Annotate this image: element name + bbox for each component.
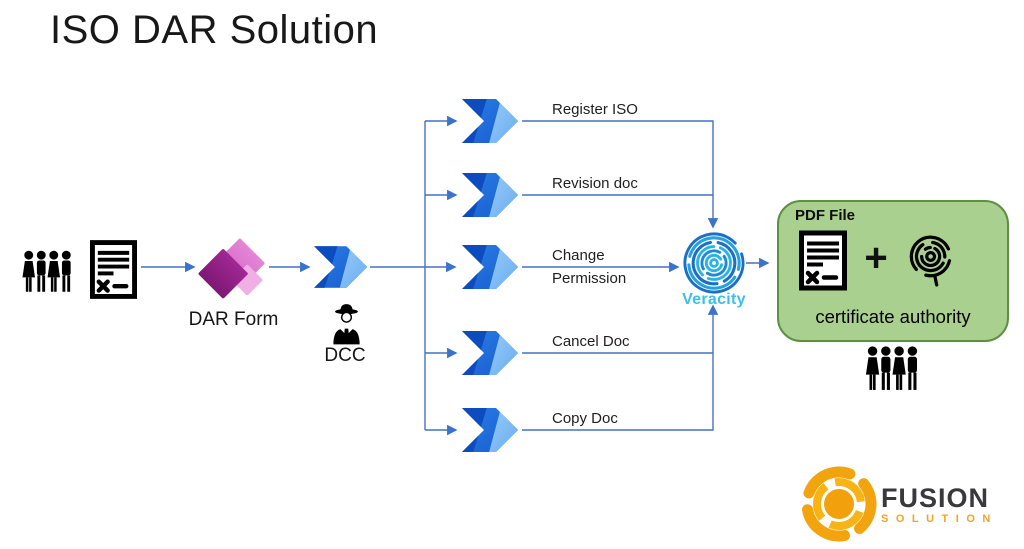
branch-change-permission bbox=[462, 245, 522, 289]
veracity-spiral-icon bbox=[683, 232, 745, 294]
certificate-authority-label: certificate authority bbox=[815, 306, 971, 327]
people-group-icon bbox=[865, 346, 921, 393]
branch-copy-doc bbox=[462, 408, 522, 452]
requesters-group bbox=[22, 249, 74, 296]
power-automate-icon bbox=[462, 245, 522, 289]
digital-signature bbox=[907, 226, 955, 292]
detective-icon bbox=[329, 300, 364, 345]
branch-label-register-iso: Register ISO bbox=[552, 101, 638, 118]
dcc-reviewer bbox=[329, 300, 364, 345]
dar-form-node bbox=[198, 236, 265, 303]
fusion-solution-logo: FUSION SOLUTION bbox=[799, 464, 1019, 546]
dcc-label: DCC bbox=[324, 345, 366, 366]
dar-form-label: DAR Form bbox=[188, 309, 279, 330]
brand-subname: SOLUTION bbox=[881, 513, 998, 525]
recipients-group bbox=[865, 346, 921, 393]
branch-label-revision-doc: Revision doc bbox=[552, 175, 638, 192]
signed-pdf-document bbox=[799, 229, 847, 292]
branch-revision-doc bbox=[462, 173, 522, 217]
branch-register-iso bbox=[462, 99, 522, 143]
plus-sign: + bbox=[864, 236, 888, 280]
veracity-label: Veracity bbox=[682, 291, 746, 308]
document-x-icon bbox=[799, 229, 847, 292]
power-apps-icon bbox=[198, 236, 265, 303]
power-automate-icon bbox=[314, 246, 371, 288]
fingerprint-icon bbox=[907, 226, 955, 292]
branch-cancel-doc bbox=[462, 331, 522, 375]
power-automate-icon bbox=[462, 408, 522, 452]
main-flow-node bbox=[314, 246, 371, 288]
document-x-icon bbox=[90, 240, 137, 299]
request-document bbox=[90, 240, 137, 299]
power-automate-icon bbox=[462, 173, 522, 217]
power-automate-icon bbox=[462, 99, 522, 143]
veracity-node bbox=[683, 232, 745, 294]
brand-text: FUSION SOLUTION bbox=[881, 484, 998, 525]
branch-label-cancel-doc: Cancel Doc bbox=[552, 333, 630, 350]
brand-name: FUSION bbox=[881, 483, 990, 513]
power-automate-icon bbox=[462, 331, 522, 375]
people-group-icon bbox=[22, 249, 74, 296]
fusion-swirl-icon bbox=[799, 464, 879, 544]
pdf-file-label: PDF File bbox=[795, 207, 856, 224]
page-title: ISO DAR Solution bbox=[50, 8, 379, 52]
branch-label-change-permission: Change Permission bbox=[552, 247, 627, 287]
certified-pdf-box: PDF File + certificate authority bbox=[777, 200, 1009, 342]
branch-label-copy-doc: Copy Doc bbox=[552, 410, 618, 427]
